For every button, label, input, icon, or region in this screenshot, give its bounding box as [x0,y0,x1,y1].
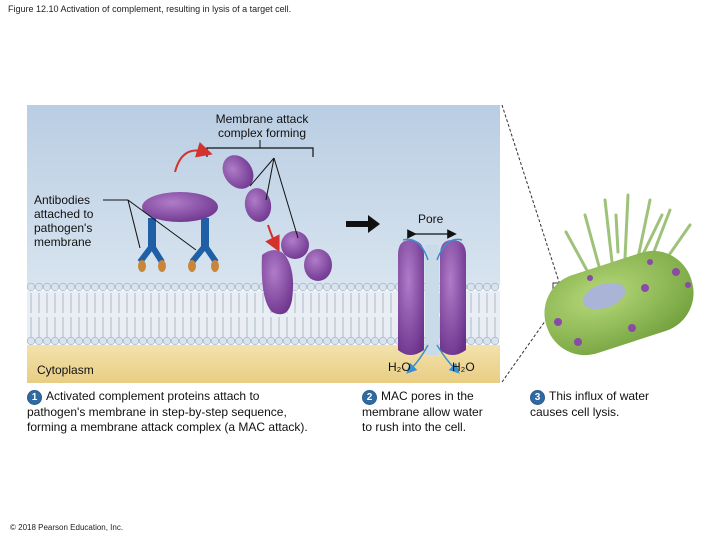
zoom-line-top [501,104,561,286]
pointer-line-3 [273,157,299,239]
pore-dots [554,259,691,346]
water-label-left: H₂O [388,360,411,374]
water-flow-right-bottom [436,344,460,374]
zoom-line-bottom [501,299,561,383]
copyright-notice: © 2018 Pearson Education, Inc. [10,523,124,532]
antibody-left [137,218,166,272]
step-2-number: 2 [362,390,377,405]
complement-c1-complex [142,192,218,222]
complement-protein-1 [222,155,254,189]
mac-forming-label: Membrane attack complex forming [215,112,309,140]
antibody-pointer-3 [127,199,197,251]
pointer-line-2 [265,157,275,201]
pore-protein-right [440,240,466,355]
pore-protein-left [398,240,424,355]
step-1-number: 1 [27,390,42,405]
cell-nucleus [582,282,626,310]
figure-title: Figure 12.10 Activation of complement, r… [8,4,292,14]
water-flow-left-top [402,238,429,261]
cytoplasm-label: Cytoplasm [37,363,94,377]
antibodies-label: Antibodies attached to pathogen's membra… [34,193,94,249]
antibody-pointer-2 [127,199,141,249]
pointer-line-1 [249,157,275,187]
red-arrow-mid [265,224,280,253]
water-flow-right-top [436,238,463,261]
mac-inserted-protein [261,250,294,315]
step-3-number: 3 [530,390,545,405]
mac-cluster-right [304,249,332,281]
mac-bracket [206,147,314,157]
antibody-right [188,218,219,272]
water-flow-left-bottom [406,344,429,374]
mac-cluster-top [281,231,309,259]
complement-protein-2 [244,188,272,222]
water-label-right: H₂O [452,360,475,374]
pore-label: Pore [418,212,444,226]
transition-arrow [346,215,380,233]
pore-channel [425,245,439,355]
red-arrow-top [174,142,213,173]
lysing-cell [544,193,694,356]
